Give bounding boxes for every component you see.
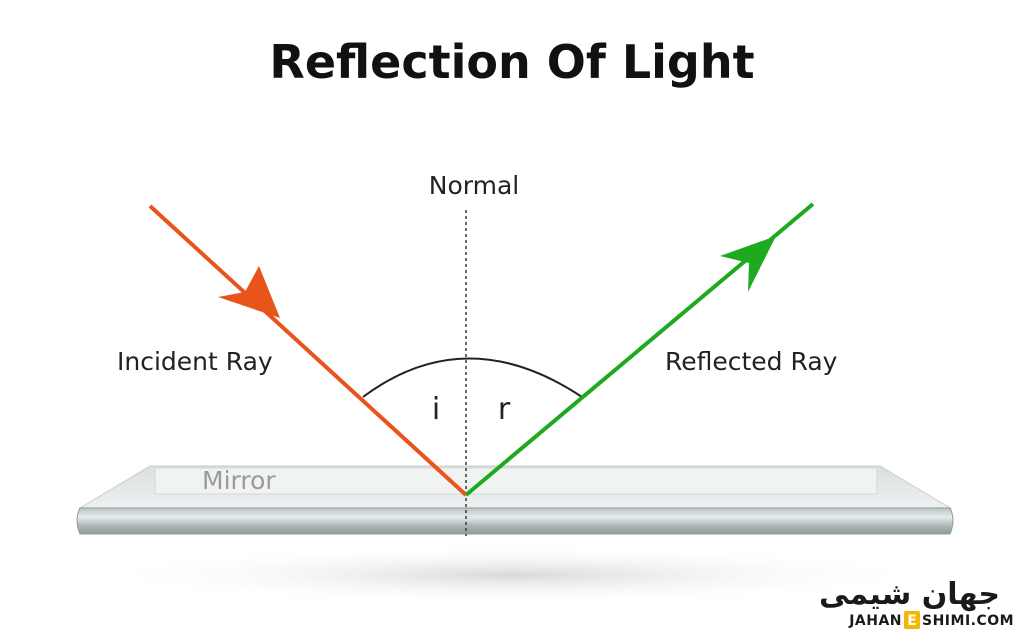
mirror-label: Mirror	[202, 466, 276, 495]
logo-url-mid: E	[907, 613, 917, 629]
mirror-front-edge	[76, 507, 954, 535]
logo-accent-badge	[904, 611, 920, 629]
brand-logo: جهان شیمی JAHAN E SHIMI.COM	[819, 577, 1014, 629]
angle-arc	[362, 357, 583, 398]
logo-url-right: SHIMI.COM	[922, 613, 1014, 629]
reflected-ray-label: Reflected Ray	[665, 347, 838, 376]
reflected-arrowhead-icon	[720, 236, 776, 292]
logo-url-left: JAHAN	[848, 613, 902, 629]
angle-r-label: r	[498, 392, 511, 427]
mirror-shadow	[92, 545, 932, 605]
incident-ray	[148, 204, 468, 497]
mirror-inner-panel	[154, 467, 878, 495]
incident-ray-label: Incident Ray	[117, 347, 273, 376]
mirror: Mirror	[76, 465, 954, 605]
logo-persian-text: جهان شیمی	[819, 577, 1000, 612]
incident-arrowhead-icon	[218, 266, 280, 318]
normal-label: Normal	[429, 171, 519, 200]
angle-i-label: i	[432, 392, 440, 427]
page-title: Reflection Of Light	[269, 35, 754, 89]
